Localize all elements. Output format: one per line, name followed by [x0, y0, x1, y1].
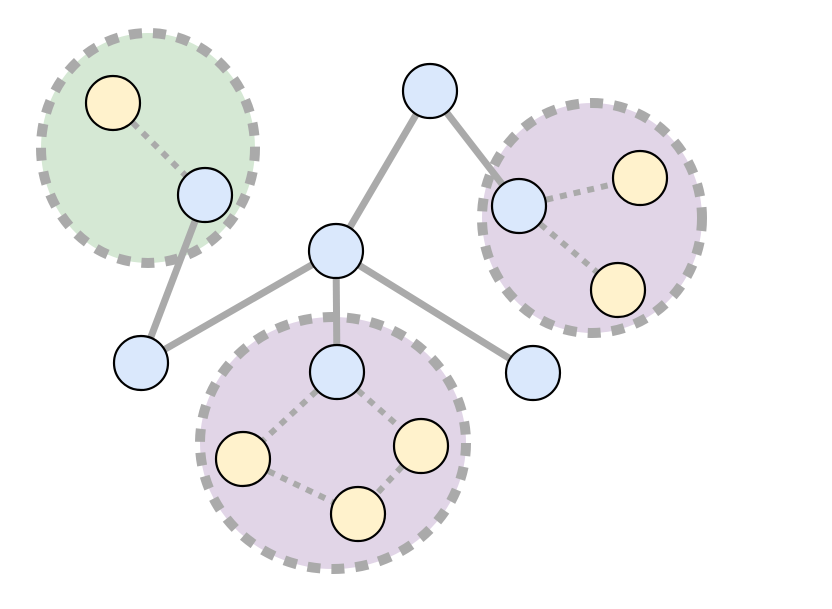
node-yellow-right-bottom	[589, 261, 647, 319]
nodes-layer	[84, 62, 669, 543]
edge-blue-center-to-blue-top	[332, 89, 434, 253]
clusters-layer	[36, 28, 707, 574]
node-yellow-right-top	[611, 149, 669, 207]
cluster-green-top-left	[36, 28, 260, 268]
node-yellow-green-cluster	[84, 74, 142, 132]
node-yellow-bottom-lower	[329, 485, 387, 543]
node-yellow-bottom-right	[392, 417, 450, 475]
cluster-purple-bottom	[195, 312, 471, 574]
node-yellow-bottom-left	[214, 430, 272, 488]
node-blue-center	[307, 222, 365, 280]
node-blue-left	[112, 334, 170, 392]
edge-blue-left-to-blue-green-cluster	[137, 193, 209, 365]
edge-blue-center-to-blue-left	[139, 247, 338, 367]
node-blue-bottom-cluster	[308, 343, 366, 401]
node-blue-top	[401, 62, 459, 120]
node-blue-green-cluster	[176, 166, 234, 224]
node-blue-right-cluster	[490, 177, 548, 235]
node-blue-lower-right	[504, 344, 562, 402]
edge-blue-center-to-blue-lower-right	[334, 248, 535, 376]
